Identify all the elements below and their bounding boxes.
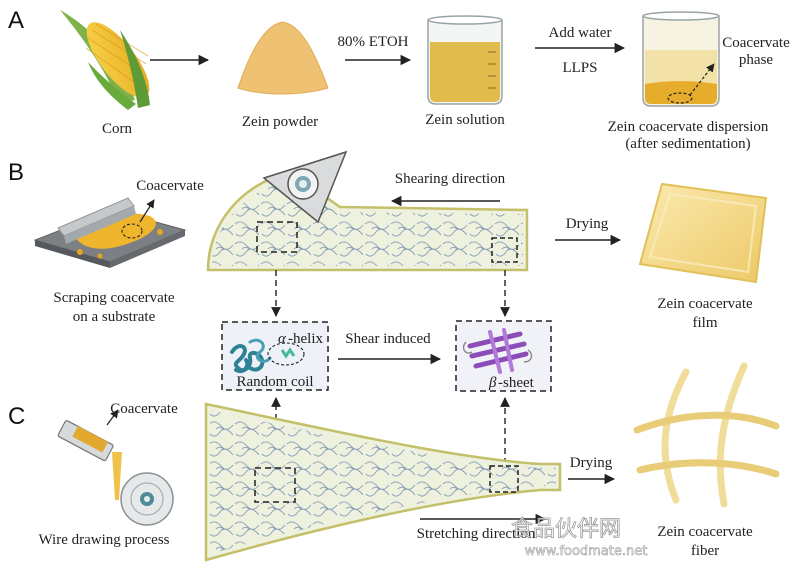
watermark-line1: 食品伙伴网 bbox=[511, 517, 621, 542]
wire-drawing-label: Wire drawing process bbox=[38, 532, 169, 548]
scrape-label-line2: on a substrate bbox=[73, 309, 156, 325]
panel-label-c: C bbox=[8, 403, 25, 430]
syringe-icon bbox=[57, 420, 122, 500]
scrape-coacervate-label: Coacervate bbox=[136, 178, 204, 194]
scrape-coacervate-pointer bbox=[139, 199, 155, 223]
spool-icon bbox=[120, 472, 174, 526]
corn-icon bbox=[60, 10, 150, 110]
watermark-line2: www.foodmate.net bbox=[525, 544, 648, 559]
fiber-label-line2: fiber bbox=[691, 543, 719, 559]
fiber-label-line1: Zein coacervate bbox=[657, 524, 753, 540]
solution-label: Zein solution bbox=[425, 112, 505, 128]
alpha-helix-suffix: -helix bbox=[288, 331, 323, 347]
zein-film bbox=[638, 182, 768, 284]
etoh-label: 80% ETOH bbox=[338, 34, 409, 50]
dispersion-label-line1: Zein coacervate dispersion bbox=[608, 119, 769, 135]
dispersion-beaker bbox=[642, 11, 720, 107]
panel-label-a: A bbox=[8, 7, 24, 34]
drying-label-fiber: Drying bbox=[570, 455, 613, 471]
stretch-funnel-fibers bbox=[210, 410, 556, 554]
wire-coacervate-pointer bbox=[106, 409, 119, 426]
shear-induced-label: Shear induced bbox=[345, 331, 431, 347]
add-water-label: Add water bbox=[549, 25, 612, 41]
powder-label: Zein powder bbox=[242, 114, 318, 130]
zein-fibers bbox=[633, 362, 780, 508]
stretching-direction-label: Stretching direction bbox=[417, 526, 536, 542]
random-coil-box bbox=[221, 321, 329, 391]
panel-label-b: B bbox=[8, 159, 24, 186]
phase-label-line1: Coacervate bbox=[722, 35, 790, 51]
shear-roller-icon bbox=[262, 150, 348, 224]
phase-label-line2: phase bbox=[739, 52, 773, 68]
beta-sheet-icon bbox=[462, 328, 533, 374]
llps-label: LLPS bbox=[562, 60, 597, 76]
scrape-label-line1: Scraping coacervate bbox=[53, 290, 175, 306]
solution-beaker bbox=[427, 15, 503, 105]
beta-sheet-suffix: -sheet bbox=[498, 375, 535, 391]
stretch-zoom-box-left bbox=[254, 467, 296, 503]
corn-label: Corn bbox=[102, 121, 133, 137]
wire-coacervate-label: Coacervate bbox=[110, 401, 178, 417]
film-label-line1: Zein coacervate bbox=[657, 296, 753, 312]
coacervate-phase-pointer bbox=[689, 63, 715, 96]
dispersion-label-line2: (after sedimentation) bbox=[625, 136, 750, 152]
film-label-line2: film bbox=[693, 315, 718, 331]
scraping-substrate-icon bbox=[33, 197, 187, 268]
beta-symbol: β bbox=[488, 375, 497, 391]
random-coil-icon bbox=[230, 338, 305, 373]
shear-zoom-box-left bbox=[256, 221, 298, 253]
alpha-symbol: α bbox=[278, 331, 287, 347]
shearing-direction-label: Shearing direction bbox=[395, 171, 506, 187]
zein-film-sheen bbox=[648, 192, 758, 274]
shear-zoom-box-right bbox=[491, 237, 518, 263]
shear-channel-fibers bbox=[212, 180, 523, 266]
drying-label-film: Drying bbox=[566, 216, 609, 232]
stretch-zoom-box-right bbox=[489, 465, 519, 493]
random-coil-label: Random coil bbox=[236, 374, 313, 390]
zein-powder-pile bbox=[237, 21, 329, 95]
